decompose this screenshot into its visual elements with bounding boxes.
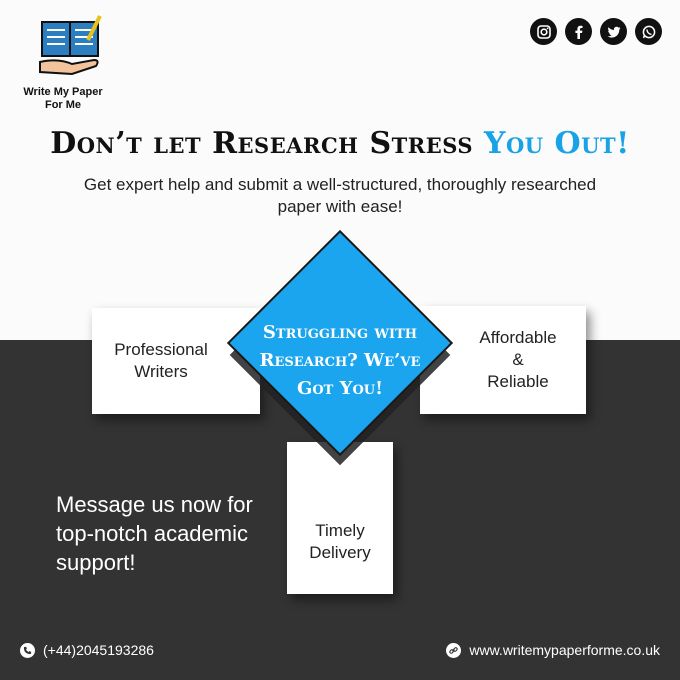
card-right-line1: Affordable bbox=[479, 328, 557, 347]
footer-phone[interactable]: (+44)2045193286 bbox=[20, 642, 154, 658]
facebook-icon[interactable] bbox=[565, 18, 592, 45]
diamond-text: Struggling with Research? We’ve Got You! bbox=[240, 319, 440, 403]
card-affordable-reliable: Affordable & Reliable bbox=[420, 306, 586, 414]
link-icon bbox=[446, 642, 462, 658]
phone-number[interactable]: (+44)2045193286 bbox=[43, 642, 154, 658]
card-right-line2: & bbox=[512, 350, 524, 369]
website-url[interactable]: www.writemypaperforme.co.uk bbox=[469, 642, 660, 658]
diamond-line3: Got You! bbox=[296, 378, 384, 399]
call-to-action-message: Message us now for top-notch academic su… bbox=[56, 492, 253, 575]
brand-logo: Write My Paper For Me bbox=[20, 14, 120, 118]
center-diamond: Struggling with Research? We’ve Got You! bbox=[229, 232, 451, 466]
book-hand-icon bbox=[39, 15, 102, 76]
twitter-icon[interactable] bbox=[600, 18, 627, 45]
whatsapp-icon[interactable] bbox=[635, 18, 662, 45]
footer-website[interactable]: www.writemypaperforme.co.uk bbox=[446, 642, 660, 658]
headline-main: Don’t let Research Stress bbox=[50, 126, 485, 161]
social-links bbox=[530, 18, 662, 45]
card-left-line1: Professional bbox=[114, 340, 208, 359]
card-right-line3: Reliable bbox=[487, 372, 549, 391]
card-timely-delivery: Timely Delivery bbox=[287, 442, 393, 594]
instagram-icon[interactable] bbox=[530, 18, 557, 45]
logo-line1: Write My Paper bbox=[23, 86, 103, 98]
card-bottom-line2: Delivery bbox=[309, 543, 371, 562]
diamond-line1: Struggling with bbox=[262, 322, 418, 343]
logo-text: Write My Paper For Me bbox=[20, 86, 106, 112]
phone-icon bbox=[20, 642, 35, 658]
card-left-line2: Writers bbox=[134, 362, 188, 381]
card-bottom-line1: Timely bbox=[315, 521, 365, 540]
logo-line2: For Me bbox=[44, 99, 82, 111]
headline-accent: You Out! bbox=[484, 126, 630, 161]
diamond-line2: Research? We’ve bbox=[259, 350, 421, 371]
card-professional-writers: Professional Writers bbox=[92, 308, 260, 414]
headline: Don’t let Research Stress You Out! bbox=[0, 126, 680, 161]
subheadline: Get expert help and submit a well-struct… bbox=[83, 175, 597, 216]
